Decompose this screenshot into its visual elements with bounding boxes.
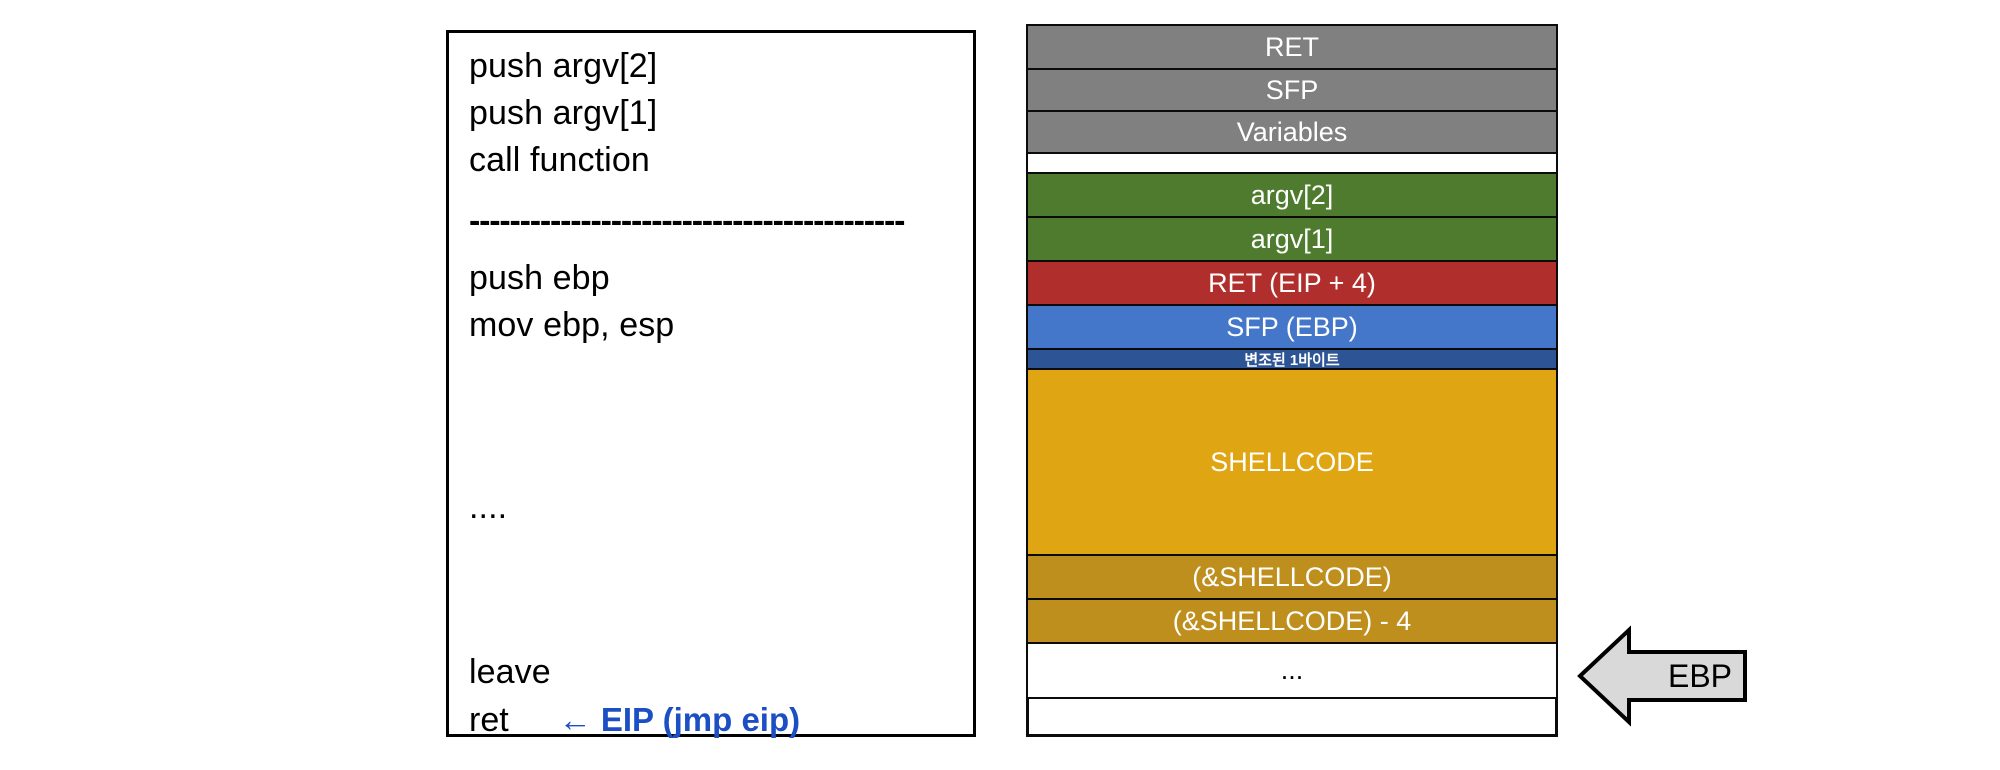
stack-row-variables: Variables: [1026, 110, 1558, 154]
stack-row-sfp: SFP: [1026, 68, 1558, 112]
stack-row-sfp-ebp: SFP (EBP): [1026, 304, 1558, 350]
function-assembly-listing: push argv[2] push argv[1] call function …: [446, 30, 976, 739]
code-line-push-ebp: push ebp: [469, 259, 610, 297]
code-gap-1: [469, 184, 965, 198]
code-gap-2: [469, 245, 965, 255]
stack-row-list: RET SFP Variables argv[2] argv[1] RET (E…: [1026, 24, 1558, 699]
stack-row-gap: [1026, 152, 1558, 174]
code-line-ret: ret: [469, 701, 509, 739]
stack-row-ret-eip-plus-4: RET (EIP + 4): [1026, 260, 1558, 306]
code-line-ret-row: ret ← EIP (jmp eip): [469, 696, 965, 744]
code-line-push-argv1: push argv[1]: [469, 94, 658, 132]
code-separator-dashes: ----------------------------------------…: [469, 202, 905, 240]
stack-row-argv2: argv[2]: [1026, 172, 1558, 218]
code-line-mov-ebp-esp: mov ebp, esp: [469, 306, 675, 344]
code-line-call-function: call function: [469, 141, 650, 179]
ebp-callout-label: EBP: [1667, 658, 1733, 694]
stack-row-shellcode: SHELLCODE: [1026, 368, 1558, 556]
stack-row-shellcode-addr: (&SHELLCODE): [1026, 554, 1558, 600]
stack-row-shellcode-addr-minus-4: (&SHELLCODE) - 4: [1026, 598, 1558, 644]
code-line-ellipsis: ....: [469, 488, 508, 526]
stack-row-bottom-ellipsis: ...: [1026, 642, 1558, 699]
stack-layout-diagram: RET SFP Variables argv[2] argv[1] RET (E…: [1026, 24, 1558, 737]
code-line-push-argv2: push argv[2]: [469, 47, 658, 85]
code-line-leave: leave: [469, 653, 551, 691]
eip-jmp-annotation: ← EIP (jmp eip): [558, 701, 801, 738]
code-gap-3: [469, 349, 965, 484]
stack-row-ret: RET: [1026, 24, 1558, 70]
stack-row-modified-byte: 변조된 1바이트: [1026, 348, 1558, 370]
left-arrow-icon: [1577, 625, 1747, 727]
ebp-pointer-callout: EBP: [1577, 622, 1767, 730]
code-gap-4: [469, 531, 965, 649]
code-line-list: push argv[2] push argv[1] call function …: [469, 43, 965, 744]
stack-row-argv1: argv[1]: [1026, 216, 1558, 262]
